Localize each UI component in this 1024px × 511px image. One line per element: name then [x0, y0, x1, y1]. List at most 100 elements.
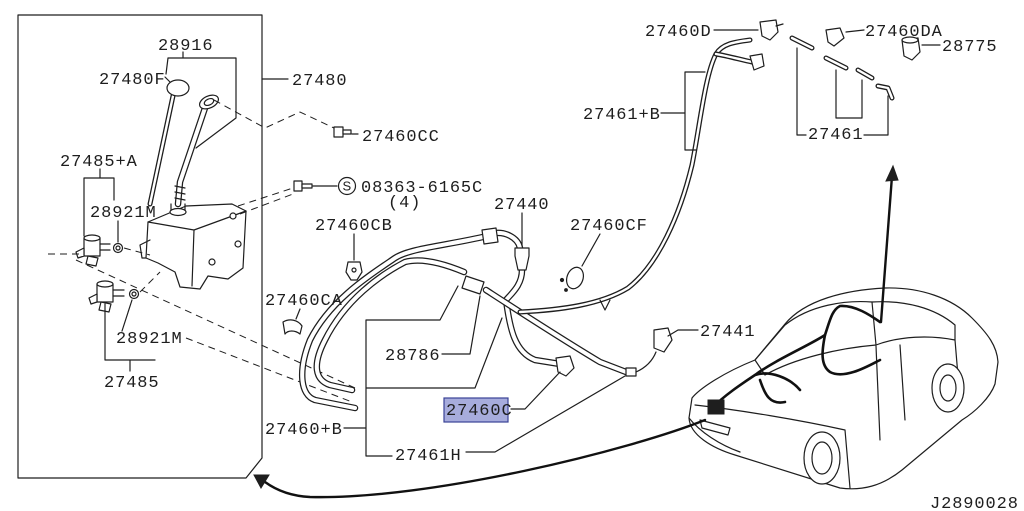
leader-27461h: [465, 375, 626, 453]
callout-27441[interactable]: 27441: [700, 323, 756, 342]
dashed-line: [185, 337, 353, 403]
callout-27460d[interactable]: 27460D: [645, 23, 712, 42]
callout-27460cb[interactable]: 27460CB: [315, 217, 393, 236]
leader-27460cf: [581, 233, 601, 267]
callout-27461[interactable]: 27461: [808, 126, 864, 145]
callout-27461h[interactable]: 27461H: [395, 447, 462, 466]
callout-27460b[interactable]: 27460+B: [265, 421, 343, 440]
leader-27441: [667, 329, 699, 337]
callout-27440[interactable]: 27440: [494, 196, 550, 215]
dashed-line: [237, 187, 294, 207]
hose-inner-loop-inner: [314, 258, 466, 392]
hose-outer-loop-inner: [300, 234, 489, 410]
callout-27480f[interactable]: 27480F: [99, 71, 166, 90]
joint-27440: [514, 247, 530, 271]
callout-27460cc[interactable]: 27460CC: [362, 128, 440, 147]
clip-27460da: [825, 27, 845, 47]
rear-nozzle: [749, 53, 765, 71]
grommet-hole: [115, 245, 121, 251]
callout-28775[interactable]: 28775: [942, 38, 998, 57]
callout-28921m-upper[interactable]: 28921M: [90, 204, 157, 223]
screw-symbol-circle: [337, 176, 357, 196]
car-bumper: [688, 417, 741, 453]
nozzle-27460d: [759, 19, 779, 41]
pump-outlet: [99, 243, 111, 251]
leader-28921m-lower: [121, 299, 133, 332]
callout-28921m-lower[interactable]: 28921M: [116, 330, 183, 349]
screw-head: [293, 180, 303, 192]
pump-inlet: [75, 247, 85, 259]
nozzle-spout: [775, 23, 784, 27]
callout-27460ca[interactable]: 27460CA: [265, 292, 343, 311]
clip-27460ca: [282, 319, 303, 335]
level-gauge-rod-inner: [148, 94, 175, 206]
bolt-head: [333, 126, 344, 138]
rear-washer-parts: [749, 19, 921, 101]
leader-27460ca: [295, 308, 301, 320]
callout-labels: 28916 27480F 27480 27460CC 27485+A 28921…: [60, 23, 1019, 511]
tank-neck-rim: [169, 207, 187, 217]
front-nozzle-27441: [653, 327, 673, 353]
pump-top: [96, 280, 114, 288]
pointer-arrows: [253, 164, 899, 499]
leader-27485a: [83, 168, 115, 237]
car-headlight: [699, 419, 731, 436]
tube-clip-mark: [599, 299, 611, 311]
callout-highlight: [443, 397, 509, 423]
washer-hoses: [298, 37, 755, 412]
screw-symbol-letter: S: [343, 179, 352, 194]
car-front-wheel-hub: [811, 441, 833, 475]
leader-27460b: [343, 285, 503, 457]
screw-shank: [301, 183, 313, 189]
rear-washer-tube: [517, 37, 753, 315]
tube-piece-inner: [856, 68, 874, 80]
pump-connector: [85, 255, 99, 267]
leader-27480f: [164, 76, 171, 83]
callout-27485[interactable]: 27485: [104, 374, 160, 393]
callout-28916[interactable]: 28916: [158, 37, 214, 56]
level-gauge-cap: [166, 79, 190, 97]
callout-27480[interactable]: 27480: [292, 72, 348, 91]
callout-27460da[interactable]: 27460DA: [865, 23, 943, 42]
screw-08363: [293, 180, 313, 192]
leader-27461: [796, 47, 889, 136]
grommet-27460cf: [565, 266, 585, 290]
arrow-head: [885, 164, 899, 182]
filler-tube: [174, 94, 220, 208]
callout-27460cf[interactable]: 27460CF: [570, 217, 648, 236]
washer-tank: [139, 203, 247, 290]
nozzle-28775-top: [901, 36, 919, 44]
callout-28786[interactable]: 28786: [385, 347, 441, 366]
leader-28786: [441, 295, 481, 355]
pump-top: [83, 234, 101, 242]
hose-front-inner: [484, 288, 628, 374]
leader-lines: [83, 29, 941, 457]
filler-cap-center: [203, 97, 215, 107]
dashed-line: [213, 99, 335, 129]
callout-27485a[interactable]: 27485+A: [60, 153, 138, 172]
callout-27460c[interactable]: 27460C: [446, 402, 513, 421]
arrow-to-rear-parts: [879, 174, 894, 324]
rear-tube-branch-inner: [714, 52, 754, 64]
drawing-number: J2890028: [930, 495, 1019, 511]
grommet-dot: [564, 288, 568, 292]
callout-screw-code[interactable]: 08363-6165C: [361, 179, 483, 198]
bolt-shank: [342, 129, 352, 135]
clip-hole: [351, 267, 357, 273]
car-front-wheel: [803, 431, 841, 485]
car-hose-rear: [753, 304, 882, 377]
clip-27460c: [555, 355, 575, 377]
rear-washer-tube-inner: [518, 38, 752, 314]
filler-tube-inner: [176, 106, 207, 206]
assembly-dashed-lines: [48, 99, 356, 403]
washer-pump-upper: [75, 234, 124, 267]
callout-27461b[interactable]: 27461+B: [583, 106, 661, 125]
grommet-dot: [559, 277, 565, 283]
tank-mount-hole: [208, 258, 216, 266]
nozzle-feed: [635, 351, 657, 373]
dashed-line: [239, 193, 294, 215]
hose-connector: [625, 367, 637, 377]
tank-mount-hole: [229, 212, 237, 220]
car-hose-branch: [758, 378, 787, 404]
